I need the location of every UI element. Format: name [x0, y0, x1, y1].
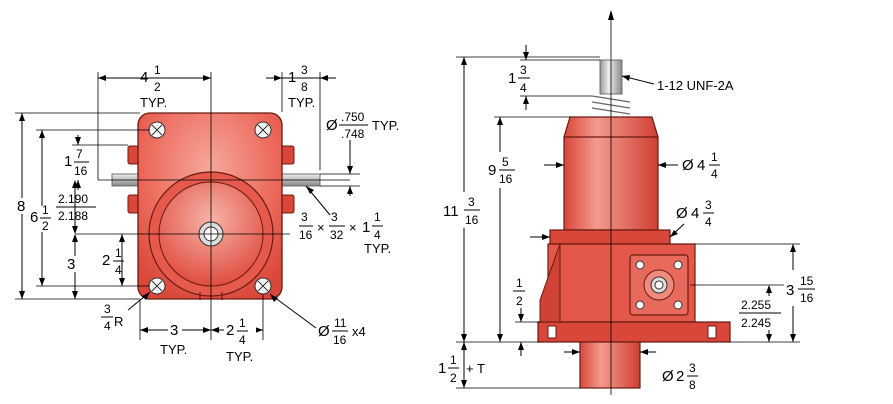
svg-text:3: 3 [520, 63, 527, 77]
svg-text:2: 2 [42, 219, 49, 233]
rib [539, 243, 561, 323]
svg-text:4: 4 [697, 157, 705, 174]
svg-text:16: 16 [800, 291, 814, 305]
svg-text:16: 16 [465, 213, 479, 227]
svg-text:2: 2 [226, 322, 234, 339]
svg-text:4: 4 [705, 215, 712, 229]
svg-text:11: 11 [443, 203, 459, 220]
svg-text:1: 1 [42, 203, 49, 217]
bottom-tube [579, 341, 641, 389]
svg-text:1: 1 [374, 210, 381, 224]
svg-text:4: 4 [374, 228, 381, 242]
base-plate [537, 321, 731, 343]
svg-text:1: 1 [64, 153, 72, 170]
svg-text:R: R [114, 314, 123, 329]
svg-text:4: 4 [115, 263, 122, 277]
flange [549, 229, 671, 245]
svg-text:TYP.: TYP. [364, 241, 391, 256]
svg-text:×: × [349, 220, 357, 235]
svg-text:2.255: 2.255 [741, 298, 771, 312]
svg-text:16: 16 [499, 172, 513, 186]
svg-text:16: 16 [299, 228, 313, 242]
svg-text:3: 3 [170, 322, 178, 339]
svg-text:4: 4 [104, 319, 111, 333]
svg-text:1: 1 [115, 246, 122, 260]
thread-spec: 1-12 UNF-2A [657, 78, 734, 93]
height-total: 8 [17, 198, 25, 215]
svg-text:TYP.: TYP. [288, 95, 315, 110]
svg-text:TYP.: TYP. [372, 118, 399, 133]
svg-text:Ø: Ø [662, 368, 674, 385]
svg-text:3: 3 [67, 256, 75, 273]
svg-text:3: 3 [689, 361, 696, 375]
svg-text:1: 1 [711, 150, 718, 164]
svg-text:4: 4 [691, 205, 699, 222]
svg-text:4: 4 [239, 333, 246, 347]
side-view: 1 3 4 1-12 UNF-2A 11 3 16 9 5 16 Ø [438, 10, 820, 395]
svg-text:16: 16 [74, 164, 88, 178]
svg-text:3: 3 [301, 63, 308, 77]
svg-text:3: 3 [301, 210, 308, 224]
svg-text:Ø: Ø [326, 117, 338, 134]
svg-text:32: 32 [330, 228, 344, 242]
svg-text:6: 6 [30, 209, 38, 226]
svg-text:Ø: Ø [682, 157, 694, 174]
svg-text:2: 2 [102, 252, 110, 269]
svg-text:3: 3 [331, 210, 338, 224]
svg-text:2: 2 [516, 294, 523, 308]
svg-text:11: 11 [334, 316, 347, 330]
front-view: 4 1 2 TYP. 1 3 8 TYP. Ø .750 .748 TYP. [15, 63, 399, 364]
svg-text:2.188: 2.188 [58, 209, 88, 223]
svg-text:TYP.: TYP. [226, 349, 253, 364]
svg-text:1: 1 [362, 219, 370, 236]
svg-text:.750: .750 [341, 110, 365, 124]
svg-text:5: 5 [502, 155, 509, 169]
svg-text:3: 3 [104, 302, 111, 316]
svg-text:1: 1 [154, 63, 161, 77]
svg-text:+ T: + T [466, 361, 485, 376]
svg-text:3: 3 [468, 195, 475, 209]
svg-text:15: 15 [800, 274, 814, 288]
svg-text:Ø: Ø [318, 323, 330, 340]
width-note: TYP. [140, 95, 167, 110]
svg-text:3: 3 [786, 282, 794, 299]
width-whole: 4 [140, 69, 148, 86]
svg-text:3: 3 [705, 198, 712, 212]
svg-text:1: 1 [288, 69, 296, 86]
svg-text:8: 8 [689, 378, 696, 392]
svg-text:Ø: Ø [676, 205, 688, 222]
svg-text:x4: x4 [352, 324, 366, 339]
svg-text:.748: .748 [341, 127, 365, 141]
svg-text:9: 9 [488, 162, 496, 179]
svg-text:1: 1 [438, 360, 446, 377]
svg-text:1: 1 [239, 316, 246, 330]
svg-text:1: 1 [516, 276, 523, 290]
svg-text:2: 2 [450, 371, 457, 385]
svg-text:16: 16 [333, 333, 347, 347]
svg-text:4: 4 [520, 81, 527, 95]
svg-text:2.190: 2.190 [58, 192, 88, 206]
svg-text:7: 7 [76, 147, 83, 161]
svg-text:8: 8 [301, 80, 308, 94]
svg-text:4: 4 [711, 167, 718, 181]
svg-text:2: 2 [154, 80, 161, 94]
svg-text:×: × [317, 220, 325, 235]
svg-text:TYP.: TYP. [160, 342, 187, 357]
svg-text:2.245: 2.245 [741, 316, 771, 330]
svg-text:1: 1 [508, 70, 516, 87]
svg-text:2: 2 [676, 368, 684, 385]
svg-text:1: 1 [450, 353, 457, 367]
